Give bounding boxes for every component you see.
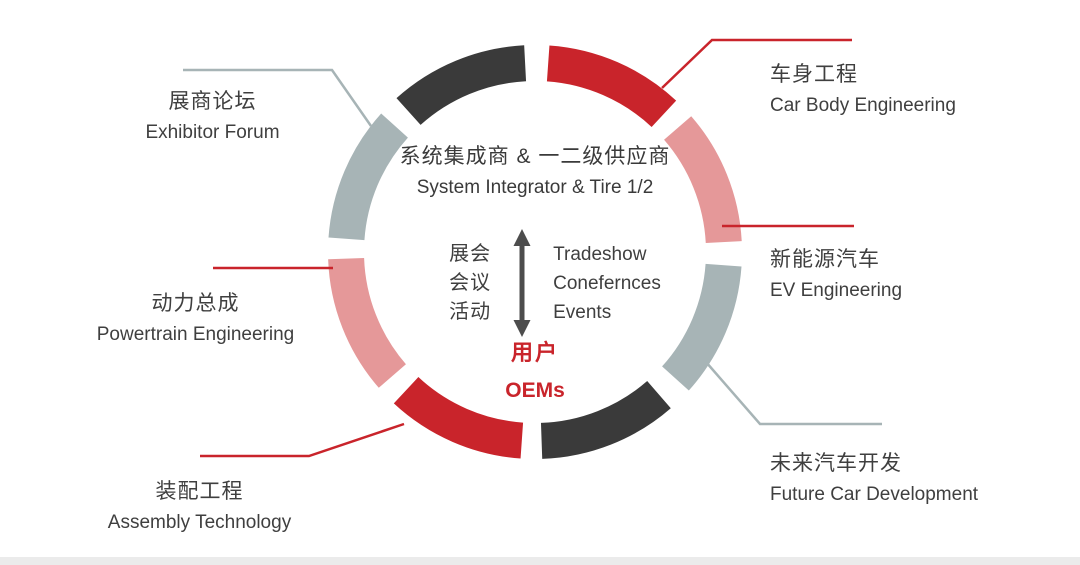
- label-powertrain-engineering: 动力总成 Powertrain Engineering: [58, 292, 333, 346]
- ring-segment-left-upper: [328, 113, 408, 241]
- label-ev-en: EV Engineering: [770, 280, 903, 302]
- center-oem: 用户 OEMs: [335, 340, 735, 403]
- connector-car-body: [661, 38, 852, 89]
- activity-cn-tradeshow: 展会: [449, 242, 492, 265]
- connector-assembly: [200, 422, 405, 458]
- label-future-car-development: 未来汽车开发 Future Car Development: [770, 452, 1070, 506]
- center-supplier-title: 系统集成商 & 一二级供应商 System Integrator & Tire …: [335, 145, 735, 199]
- label-exhibitor-forum-cn: 展商论坛: [168, 90, 257, 113]
- label-future-car-cn: 未来汽车开发: [770, 452, 902, 475]
- supplier-title-en: System Integrator & Tire 1/2: [416, 177, 654, 199]
- activities-cn-column: 展会 会议 活动: [449, 240, 491, 327]
- activities-en-column: Tradeshow Conefernces Events: [553, 240, 661, 327]
- two-way-arrow-icon: [513, 229, 531, 337]
- activity-cn-conferences: 会议: [449, 271, 492, 294]
- ring-segment-top: [396, 45, 527, 125]
- connector-exhibitor-forum: [183, 68, 373, 127]
- oem-cn: 用户: [510, 340, 559, 365]
- label-exhibitor-forum: 展商论坛 Exhibitor Forum: [95, 90, 330, 144]
- ring-segment-left-lower: [328, 257, 406, 388]
- label-powertrain-cn: 动力总成: [151, 292, 240, 315]
- activity-cn-events: 活动: [449, 300, 492, 323]
- activity-en-tradeshow: Tradeshow: [553, 243, 647, 265]
- oem-en: OEMs: [505, 379, 565, 403]
- activity-en-conferences: Conefernces: [553, 272, 661, 294]
- center-activities: 展会 会议 活动 Tradeshow Conefernces Events: [350, 229, 760, 337]
- label-car-body-en: Car Body Engineering: [770, 95, 956, 117]
- activity-en-events: Events: [553, 301, 612, 323]
- label-exhibitor-forum-en: Exhibitor Forum: [145, 122, 280, 144]
- label-assembly-en: Assembly Technology: [107, 512, 292, 534]
- ring-segment-right-lower: [662, 263, 742, 391]
- ring-segment-bottom-left: [393, 377, 524, 459]
- ring-segment-bottom-right: [540, 381, 671, 459]
- ring-segments: [328, 45, 742, 459]
- label-future-car-en: Future Car Development: [770, 484, 979, 506]
- label-car-body-cn: 车身工程: [770, 63, 858, 86]
- supplier-title-cn: 系统集成商 & 一二级供应商: [399, 145, 671, 168]
- label-ev-engineering: 新能源汽车 EV Engineering: [770, 248, 1050, 302]
- label-assembly-technology: 装配工程 Assembly Technology: [72, 480, 327, 534]
- bottom-strip: [0, 557, 1080, 565]
- ring-segment-right-upper: [664, 116, 742, 244]
- label-assembly-cn: 装配工程: [155, 480, 244, 503]
- arrow-head-up: [513, 229, 531, 246]
- arrow-head-down: [513, 320, 531, 337]
- connector-future-car: [705, 361, 882, 426]
- ring-segment-top-right: [546, 45, 677, 127]
- label-ev-cn: 新能源汽车: [770, 248, 880, 271]
- label-powertrain-en: Powertrain Engineering: [96, 324, 295, 346]
- label-car-body-engineering: 车身工程 Car Body Engineering: [770, 63, 1050, 117]
